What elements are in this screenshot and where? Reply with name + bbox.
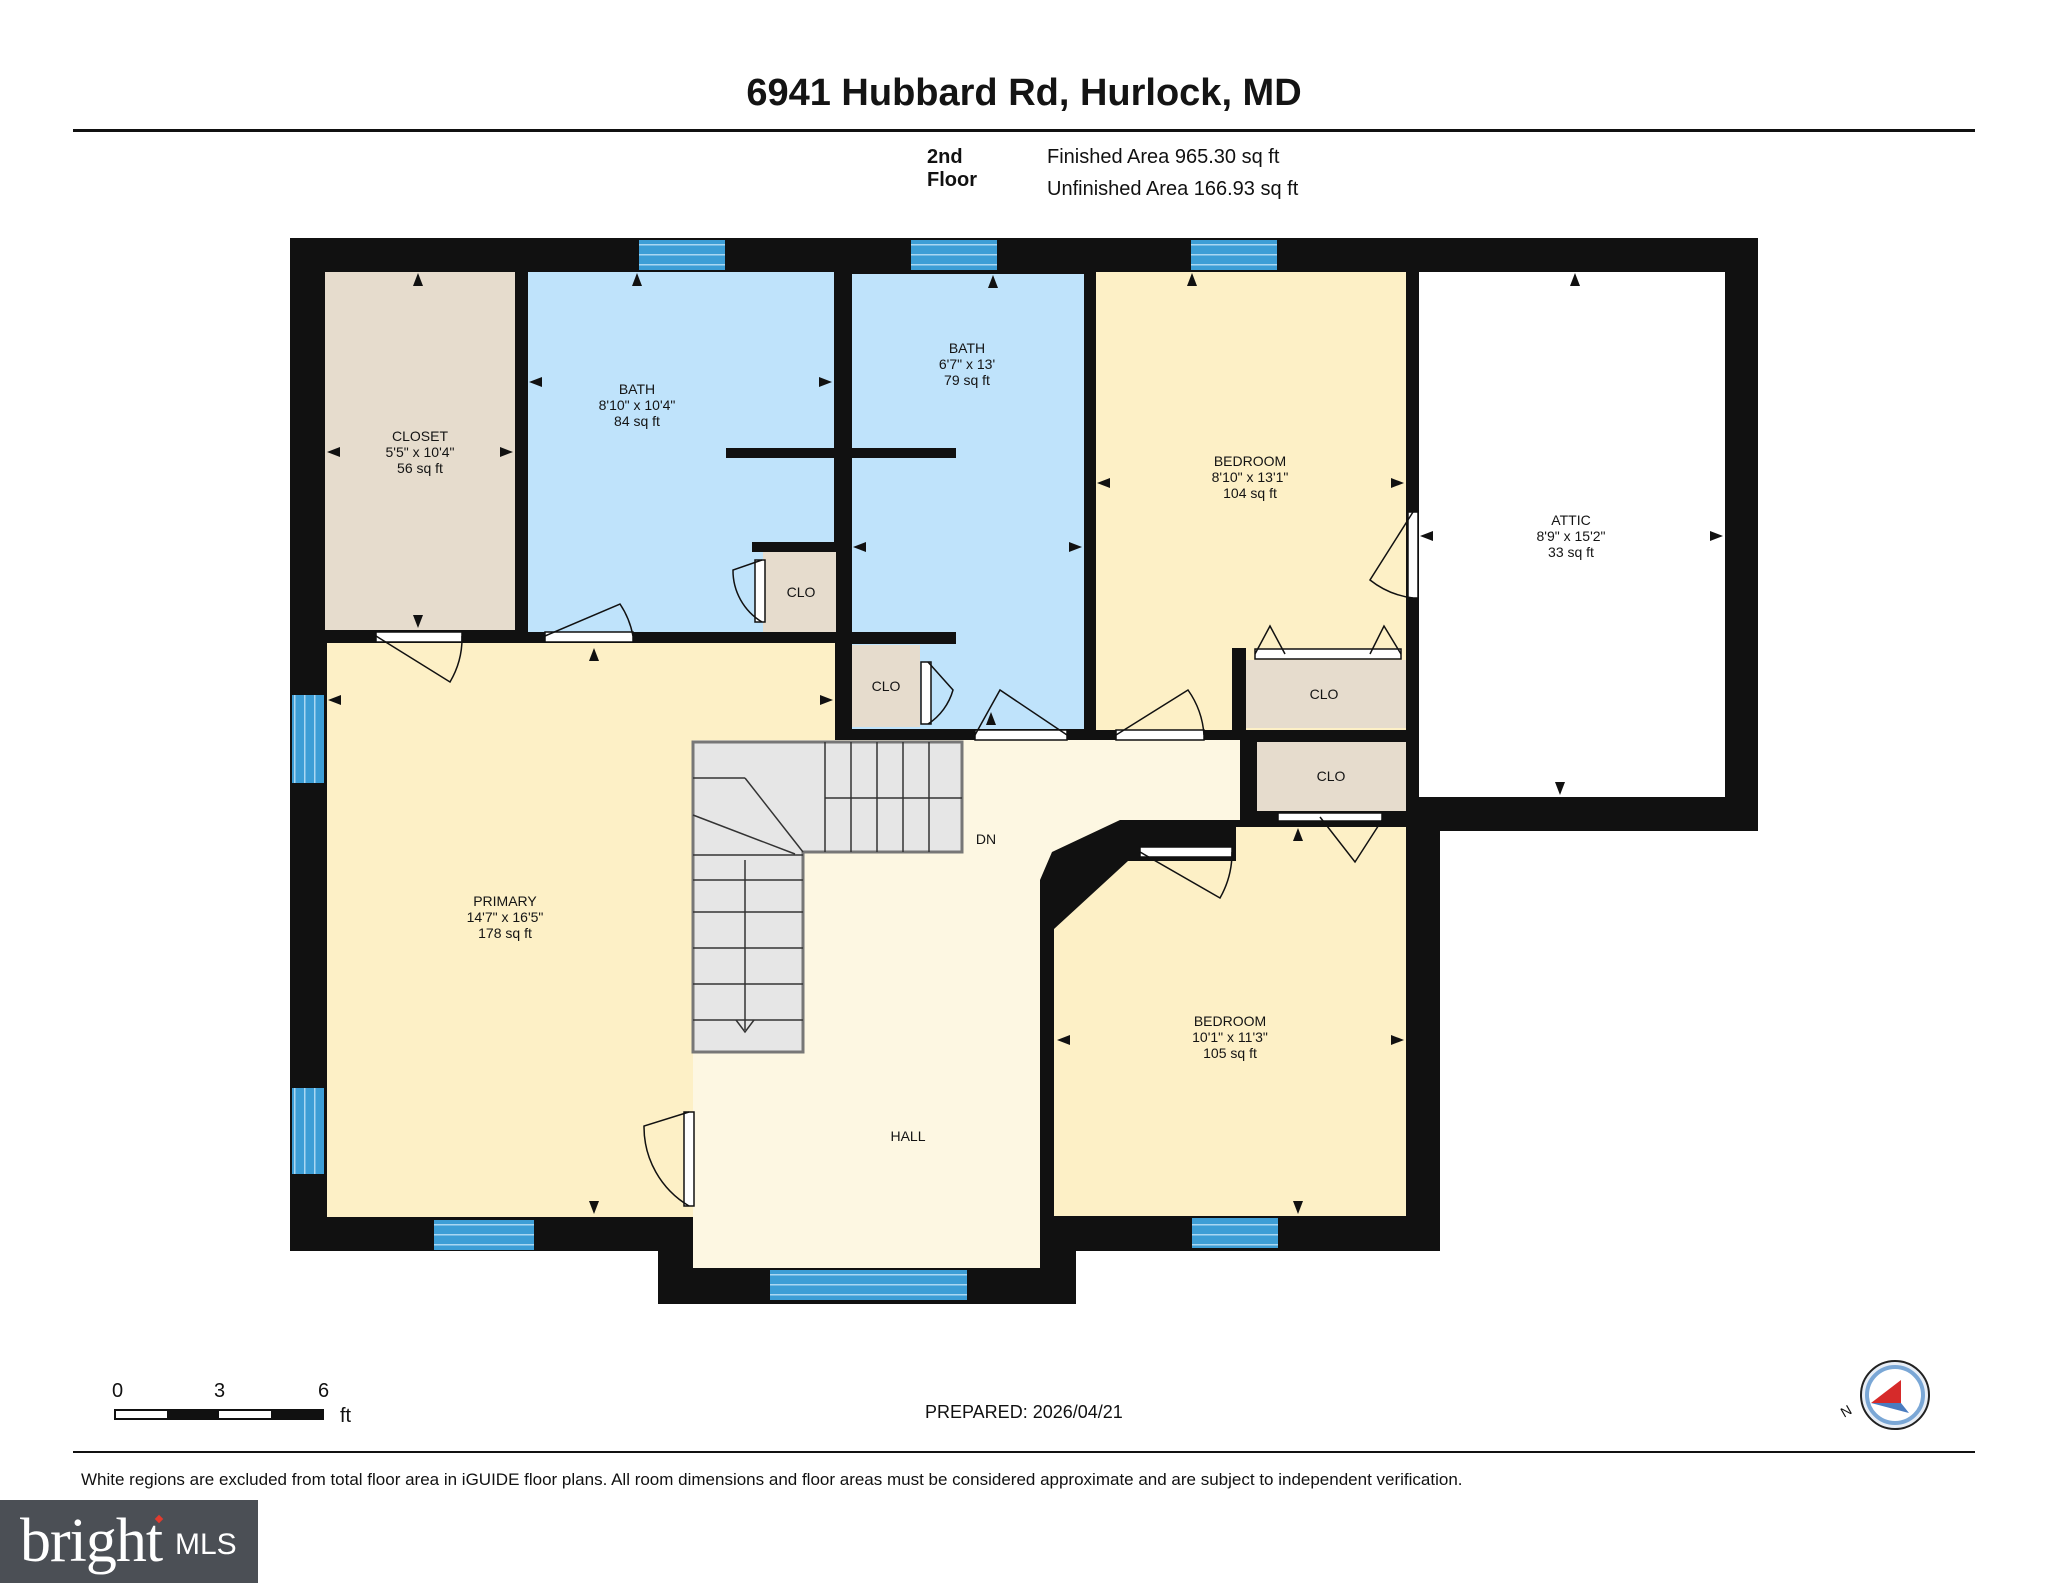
label-attic-area: 33 sq ft (1548, 544, 1594, 560)
label-closet-dims: 5'5" x 10'4" (386, 444, 455, 460)
closet-clo-1 (763, 552, 838, 632)
unfinished-area: Unfinished Area 166.93 sq ft (1047, 178, 1299, 200)
label-bedroom2-dims: 10'1" x 11'3" (1192, 1029, 1268, 1045)
closet-clo-2 (852, 645, 920, 727)
label-attic-dims: 8'9" x 15'2" (1537, 528, 1606, 544)
bright-mls-logo: bright MLS (0, 1500, 258, 1583)
label-closet-name: CLOSET (392, 428, 448, 444)
label-bath1-area: 84 sq ft (614, 413, 660, 429)
label-bedroom1-name: BEDROOM (1214, 453, 1286, 469)
label-bedroom1-dims: 8'10" x 13'1" (1212, 469, 1289, 485)
label-bath2-area: 79 sq ft (944, 372, 990, 388)
label-bedroom1-area: 104 sq ft (1223, 485, 1277, 501)
label-closet-area: 56 sq ft (397, 460, 443, 476)
label-bedroom2-name: BEDROOM (1194, 1013, 1266, 1029)
staircase (691, 740, 964, 1054)
label-clo-3: CLO (1310, 686, 1339, 702)
compass-rose: N (1835, 1355, 1935, 1435)
title-divider (73, 129, 1975, 132)
doors (375, 511, 1419, 1207)
disclaimer: White regions are excluded from total fl… (81, 1470, 1463, 1489)
floor-label: 2nd Floor (927, 146, 977, 191)
label-attic-name: ATTIC (1551, 512, 1590, 528)
scale-bar: 0 3 6 ft (112, 1380, 362, 1430)
room-bedroom-2 (1054, 827, 1406, 1216)
label-bedroom2-area: 105 sq ft (1203, 1045, 1257, 1061)
room-closet (325, 272, 515, 630)
footer-divider (73, 1451, 1975, 1453)
label-bath2-name: BATH (949, 340, 985, 356)
room-hall (693, 740, 1240, 1268)
finished-area: Finished Area 965.30 sq ft (1047, 146, 1280, 168)
scale-unit: ft (340, 1405, 352, 1427)
label-hall: HALL (890, 1128, 925, 1144)
prepared-date: PREPARED: 2026/04/21 (925, 1402, 1123, 1422)
label-bath2-dims: 6'7" x 13' (939, 356, 995, 372)
logo-brand: bright (20, 1507, 163, 1575)
scale-mark-6: 6 (318, 1380, 330, 1402)
room-attic (1419, 272, 1725, 797)
label-bath1-name: BATH (619, 381, 655, 397)
label-clo-1: CLO (787, 584, 816, 600)
windows (292, 240, 1278, 1300)
closet-clo-4 (1257, 741, 1406, 811)
label-stairs-down: DN (976, 831, 996, 847)
logo-suffix: MLS (175, 1528, 237, 1561)
label-clo-2: CLO (872, 678, 901, 694)
closet-clo-3 (1242, 660, 1406, 728)
scale-mark-0: 0 (112, 1380, 124, 1402)
scale-mark-3: 3 (214, 1380, 226, 1402)
label-bath1-dims: 8'10" x 10'4" (599, 397, 676, 413)
page-title: 6941 Hubbard Rd, Hurlock, MD (746, 72, 1302, 114)
label-primary-dims: 14'7" x 16'5" (467, 909, 544, 925)
compass-icon (1860, 1360, 1930, 1430)
label-clo-4: CLO (1317, 768, 1346, 784)
label-primary-area: 178 sq ft (478, 925, 532, 941)
label-primary-name: PRIMARY (473, 893, 537, 909)
dimension-markers (327, 273, 1723, 1214)
